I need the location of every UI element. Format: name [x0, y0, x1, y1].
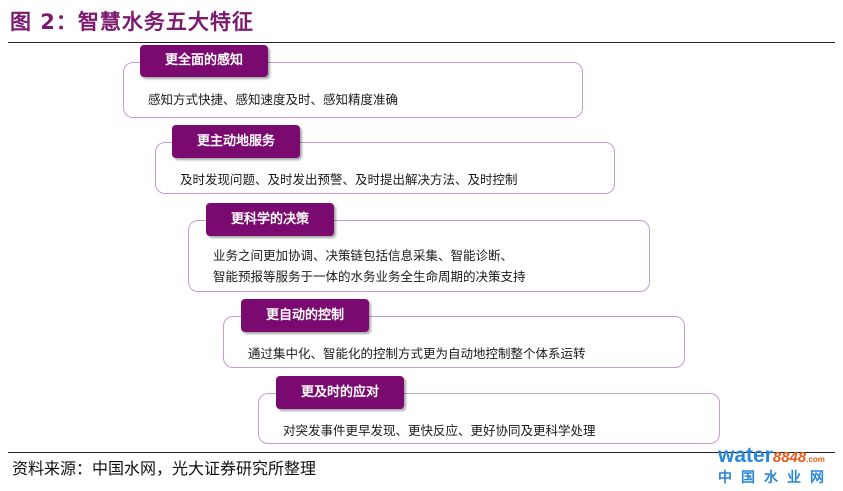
- feature-tag-1: 更全面的感知: [140, 45, 268, 77]
- top-divider: [8, 42, 835, 43]
- bottom-divider: [8, 452, 835, 453]
- logo-chinese-name: 中国水业网: [718, 470, 833, 486]
- logo-brand-domain: .com: [806, 455, 825, 464]
- feature-tag-4: 更自动的控制: [241, 299, 369, 332]
- feature-text-5-line-1: 对突发事件更早发现、更快反应、更好协同及更科学处理: [283, 423, 596, 438]
- logo-brand-word: water: [718, 444, 773, 467]
- feature-tag-3: 更科学的决策: [206, 203, 334, 236]
- feature-tag-2: 更主动地服务: [172, 125, 300, 158]
- feature-tag-5: 更及时的应对: [276, 376, 404, 409]
- feature-box-4: 通过集中化、智能化的控制方式更为自动地控制整个体系运转: [223, 316, 685, 368]
- feature-text-4-line-1: 通过集中化、智能化的控制方式更为自动地控制整个体系运转: [248, 346, 586, 361]
- logo-brand-number: 8848: [772, 449, 807, 466]
- water8848-logo: water8848.com 中国水业网: [718, 444, 838, 488]
- feature-text-3-line-1: 业务之间更加协调、决策链包括信息采集、智能诊断、: [213, 248, 514, 263]
- feature-box-3: 业务之间更加协调、决策链包括信息采集、智能诊断、 智能预报等服务于一体的水务业务…: [188, 220, 650, 292]
- feature-text-3-line-2: 智能预报等服务于一体的水务业务全生命周期的决策支持: [213, 269, 526, 284]
- source-note: 资料来源：中国水网，光大证券研究所整理: [12, 459, 317, 478]
- feature-box-5: 对突发事件更早发现、更快反应、更好协同及更科学处理: [258, 393, 720, 444]
- figure-title: 图 2：智慧水务五大特征: [10, 10, 254, 34]
- feature-box-1: 感知方式快捷、感知速度及时、感知精度准确: [123, 62, 583, 118]
- feature-text-2-line-1: 及时发现问题、及时发出预警、及时提出解决方法、及时控制: [180, 172, 518, 187]
- feature-text-1-line-1: 感知方式快捷、感知速度及时、感知精度准确: [148, 92, 399, 107]
